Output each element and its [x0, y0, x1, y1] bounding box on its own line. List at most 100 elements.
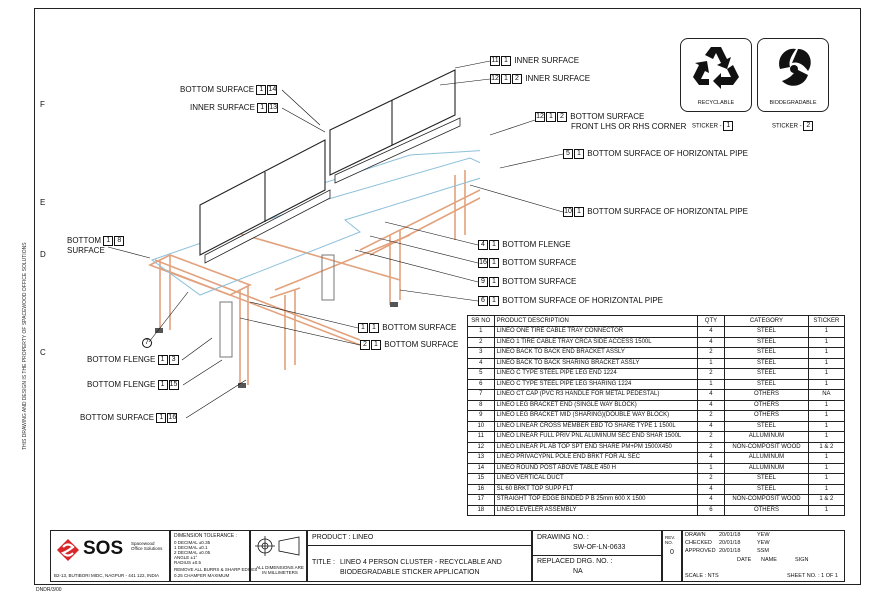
table-cell: STEEL	[724, 336, 809, 348]
table-cell: 16	[467, 483, 495, 495]
sticker-number: 2	[557, 112, 567, 122]
bill-of-materials-table: SR NO PRODUCT DESCRIPTION QTY CATEGORY S…	[467, 315, 846, 516]
table-cell: 14	[467, 462, 495, 474]
table-cell: STEEL	[724, 420, 809, 432]
callout-text: BOTTOM FLENGE	[87, 380, 156, 390]
drawing-border	[34, 8, 861, 585]
table-cell: NA	[807, 389, 846, 401]
sticker-number: 1	[156, 413, 167, 423]
item-number: 11	[490, 56, 500, 66]
sticker-number: 1	[489, 240, 499, 250]
recycle-icon	[693, 47, 739, 89]
table-cell: 6	[696, 504, 726, 516]
table-cell: OTHERS	[724, 389, 809, 401]
table-cell: LINEO BACK TO BACK END BRACKET ASSLY	[493, 347, 698, 359]
sign-role: DRAWN	[685, 532, 706, 538]
item-number: 15	[168, 380, 179, 390]
table-cell: 4	[696, 420, 726, 432]
item-number: 10	[563, 207, 573, 217]
callout-text: BOTTOM FLENGE	[87, 355, 156, 365]
table-cell: 1	[807, 368, 846, 380]
table-cell: OTHERS	[724, 504, 809, 516]
table-cell: 11	[467, 431, 495, 443]
item-number: 6	[478, 296, 488, 306]
table-cell: 4	[696, 326, 726, 338]
sticker-number: 1	[501, 74, 511, 84]
title-box: PRODUCT : LINEO TITLE : LINEO 4 PERSON C…	[307, 530, 532, 582]
table-cell: 1	[807, 483, 846, 495]
table-cell: LINEO LEG BRACKET MID (SHARING)(DOUBLE W…	[493, 410, 698, 422]
table-cell: 1	[696, 378, 726, 390]
table-cell: NON-COMPOSIT WOOD	[724, 494, 809, 506]
table-cell: NON-COMPOSIT WOOD	[724, 441, 809, 453]
item-number: 16	[478, 258, 488, 268]
table-cell: 1 & 2	[807, 494, 846, 506]
revision-box: REV. NO. 0	[662, 530, 682, 582]
sticker-number: 1	[489, 277, 499, 287]
callout-text: BOTTOM SURFACE OF HORIZONTAL PIPE	[587, 207, 748, 217]
table-cell: LINEO ROUND POST ABOVE TABLE 450 H	[493, 462, 698, 474]
table-cell: ALLUMINUM	[724, 431, 809, 443]
item-number: 4	[478, 240, 488, 250]
table-cell: 10	[467, 420, 495, 432]
column-header: PRODUCT DESCRIPTION	[493, 315, 698, 327]
tolerance-line: 2 DECIMAL ±0.05	[174, 550, 211, 555]
callout-text: BOTTOM SURFACE OF HORIZONTAL PIPE	[587, 149, 748, 159]
table-cell: OTHERS	[724, 399, 809, 411]
tolerance-line: ANGLE ±1°	[174, 555, 198, 560]
workstation-cluster-drawing	[148, 69, 480, 388]
table-cell: 1	[807, 452, 846, 464]
table-cell: 1	[807, 431, 846, 443]
table-cell: 2	[696, 473, 726, 485]
table-cell: LINEO LINEAR FULL PRIV PNL ALUMINUM SEC …	[493, 431, 698, 443]
table-cell: LINEO C TYPE STEEL PIPE LEG SHARING 1224	[493, 378, 698, 390]
table-cell: 13	[467, 452, 495, 464]
sticker-number: 1	[723, 121, 734, 131]
column-header: QTY	[696, 315, 726, 327]
sign-date: 20/01/18	[719, 548, 741, 554]
table-cell: 2	[696, 441, 726, 453]
projection-symbol-icon	[255, 536, 300, 556]
biodegradable-icon	[779, 48, 811, 86]
sticker-caption-text: STICKER -	[772, 123, 802, 130]
callout-text-line2: SURFACE	[67, 246, 105, 256]
table-cell: 1	[807, 410, 846, 422]
table-cell: STEEL	[724, 473, 809, 485]
tolerance-line: 1 DECIMAL ±0.1	[174, 545, 208, 550]
table-cell: 2	[696, 431, 726, 443]
table-cell: LINEO VERTICAL DUCT	[493, 473, 698, 485]
column-header: STICKER	[807, 315, 846, 327]
table-cell: STEEL	[724, 347, 809, 359]
tolerance-title: DIMENSION TOLERANCE :	[174, 533, 237, 539]
table-cell: LINEO LEVELER ASSEMBLY	[493, 504, 698, 516]
table-cell: STEEL	[724, 483, 809, 495]
callout-text: INNER SURFACE	[525, 74, 591, 84]
table-cell: 2	[696, 368, 726, 380]
zone-letter: F	[40, 100, 45, 109]
callout-text: BOTTOM	[67, 236, 102, 246]
table-cell: LINEO LINEAR CROSS MEMBER EBD TO SHARE T…	[493, 420, 698, 432]
callout-text: INNER SURFACE	[190, 103, 255, 113]
product-value: LINEO	[352, 534, 374, 541]
item-number: 2	[360, 340, 370, 350]
table-cell: 18	[467, 504, 495, 516]
